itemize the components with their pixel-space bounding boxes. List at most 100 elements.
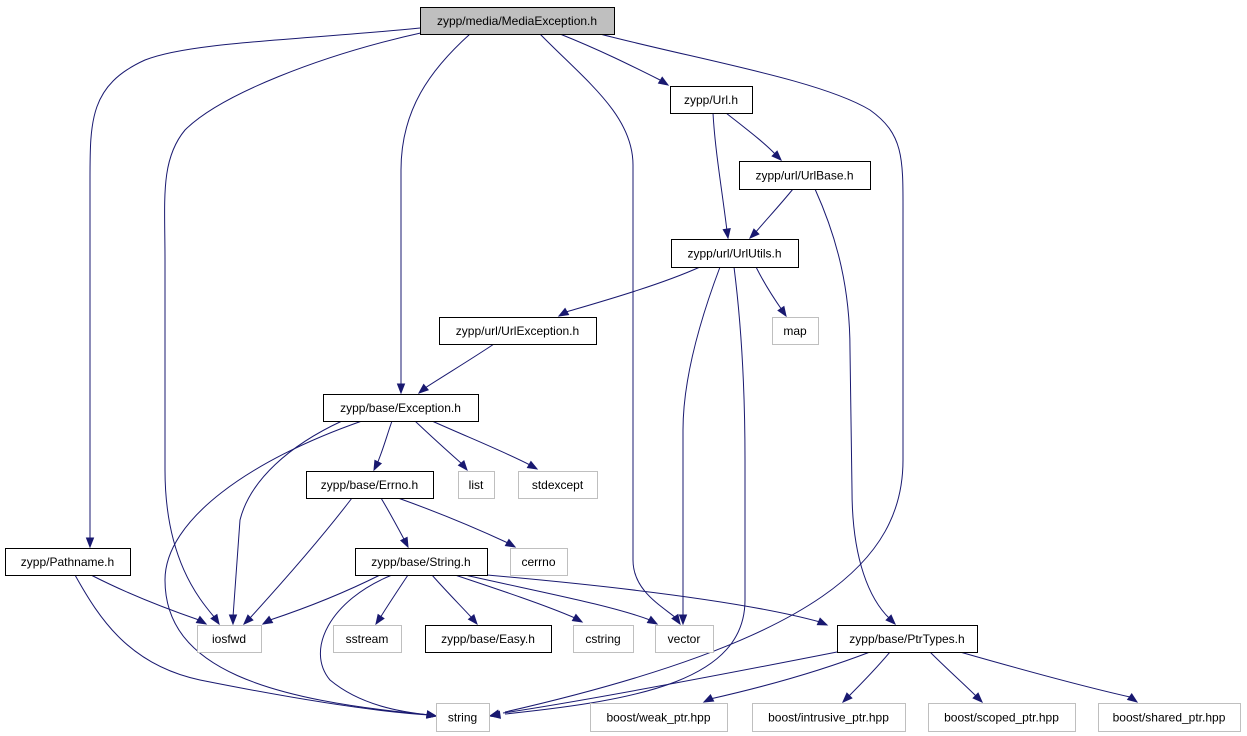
node-url[interactable]: zypp/Url.h (670, 86, 753, 114)
node-media-exception[interactable]: zypp/media/MediaException.h (420, 7, 615, 35)
node-box (655, 625, 714, 653)
node-box (197, 625, 262, 653)
node-label: boost/scoped_ptr.hpp (944, 711, 1059, 725)
arrowhead (1126, 693, 1139, 703)
node-label: string (448, 711, 477, 725)
arrowhead (646, 615, 659, 625)
node-box (928, 703, 1076, 732)
node-box (306, 471, 434, 499)
node-label: zypp/base/Easy.h (441, 632, 535, 646)
arrowhead (457, 459, 468, 472)
node-box (425, 625, 552, 653)
node-weak-ptr: boost/weak_ptr.hpp (590, 703, 728, 732)
node-label: boost/intrusive_ptr.hpp (768, 711, 889, 725)
arrowhead (972, 692, 983, 703)
node-label: zypp/url/UrlException.h (456, 324, 579, 338)
arrowhead (504, 538, 517, 548)
arrowhead (557, 307, 570, 317)
edge-url_base-to-ptr_types (814, 188, 896, 625)
node-label: zypp/Url.h (684, 93, 738, 107)
node-box (333, 625, 402, 653)
node-box (510, 548, 568, 576)
arrowhead (195, 615, 208, 625)
edge-base_exception-to-stdexcept (431, 420, 539, 470)
edge-ptr_types-to-string (488, 651, 838, 718)
edge-media_exception-to-url (559, 33, 670, 86)
node-label: cerrno (521, 555, 555, 569)
node-url-exception[interactable]: zypp/url/UrlException.h (439, 317, 597, 345)
arrowhead (816, 617, 829, 626)
node-label: zypp/base/PtrTypes.h (849, 632, 964, 646)
arrowhead (373, 459, 383, 472)
node-box (420, 7, 615, 35)
node-label: cstring (585, 632, 620, 646)
node-errno[interactable]: zypp/base/Errno.h (306, 471, 434, 499)
edge-url_utils-to-vector (678, 266, 721, 626)
node-string-h[interactable]: zypp/base/String.h (355, 548, 488, 576)
node-sstream: sstream (333, 625, 402, 653)
edge-base_exception-to-errno (373, 420, 393, 472)
arrowhead (749, 228, 760, 239)
edge-pathname-to-iosfwd (90, 574, 208, 625)
node-base-exception[interactable]: zypp/base/Exception.h (323, 394, 479, 422)
node-label: zypp/url/UrlBase.h (755, 169, 853, 183)
node-label: map (783, 324, 807, 338)
node-label: zypp/media/MediaException.h (437, 14, 597, 28)
arrowhead (722, 227, 731, 240)
edge-errno-to-cerrno (397, 497, 517, 548)
node-label: zypp/Pathname.h (21, 555, 114, 569)
node-label: vector (668, 632, 701, 646)
edge-string_h-to-cstring (454, 574, 584, 623)
edge-errno-to-string_h (380, 497, 409, 549)
arrowhead (467, 613, 478, 626)
node-label: zypp/base/Exception.h (340, 401, 461, 415)
arrowhead (425, 710, 438, 719)
edge-base_exception-to-iosfwd (228, 420, 343, 626)
edge-errno-to-iosfwd (243, 497, 353, 625)
node-box (590, 703, 728, 732)
arrowhead (228, 614, 238, 626)
edge-ptr_types-to-intrusive_ptr (842, 651, 891, 703)
node-map: map (772, 317, 819, 345)
node-cstring: cstring (573, 625, 634, 653)
arrowhead (375, 613, 385, 626)
node-string: string (436, 703, 490, 732)
node-box (355, 548, 488, 576)
node-intrusive-ptr: boost/intrusive_ptr.hpp (752, 703, 906, 732)
node-easy[interactable]: zypp/base/Easy.h (425, 625, 552, 653)
node-scoped-ptr: boost/scoped_ptr.hpp (928, 703, 1076, 732)
node-vector: vector (655, 625, 714, 653)
node-box (436, 703, 490, 732)
edge-url-to-url_base (725, 112, 782, 161)
arrowhead (842, 692, 853, 703)
node-label: sstream (346, 632, 389, 646)
edge-url_base-to-url_utils (749, 188, 794, 239)
node-box (671, 239, 799, 268)
node-ptr-types[interactable]: zypp/base/PtrTypes.h (837, 625, 978, 653)
node-stdexcept: stdexcept (518, 471, 598, 499)
arrowhead (210, 613, 220, 626)
edge-media_exception-to-pathname (85, 27, 421, 549)
edge-ptr_types-to-scoped_ptr (929, 651, 983, 703)
edge-string_h-to-iosfwd (261, 574, 381, 625)
node-label: zypp/url/UrlUtils.h (687, 247, 781, 261)
arrowhead (702, 693, 715, 703)
arrowhead (771, 150, 782, 161)
node-box (1098, 703, 1241, 732)
node-box (739, 161, 871, 190)
arrowhead (526, 460, 539, 470)
node-box (752, 703, 906, 732)
node-url-base[interactable]: zypp/url/UrlBase.h (739, 161, 871, 190)
node-url-utils[interactable]: zypp/url/UrlUtils.h (671, 239, 799, 268)
edge-media_exception-to-vector (539, 33, 681, 626)
arrowhead (399, 536, 409, 549)
arrowhead (678, 614, 688, 626)
node-pathname[interactable]: zypp/Pathname.h (5, 548, 131, 576)
node-shared-ptr: boost/shared_ptr.hpp (1098, 703, 1241, 732)
node-label: zypp/base/Errno.h (321, 478, 418, 492)
arrowhead (777, 305, 787, 318)
edge-base_exception-to-list (414, 420, 468, 472)
node-box (323, 394, 479, 422)
arrowhead (657, 76, 670, 86)
